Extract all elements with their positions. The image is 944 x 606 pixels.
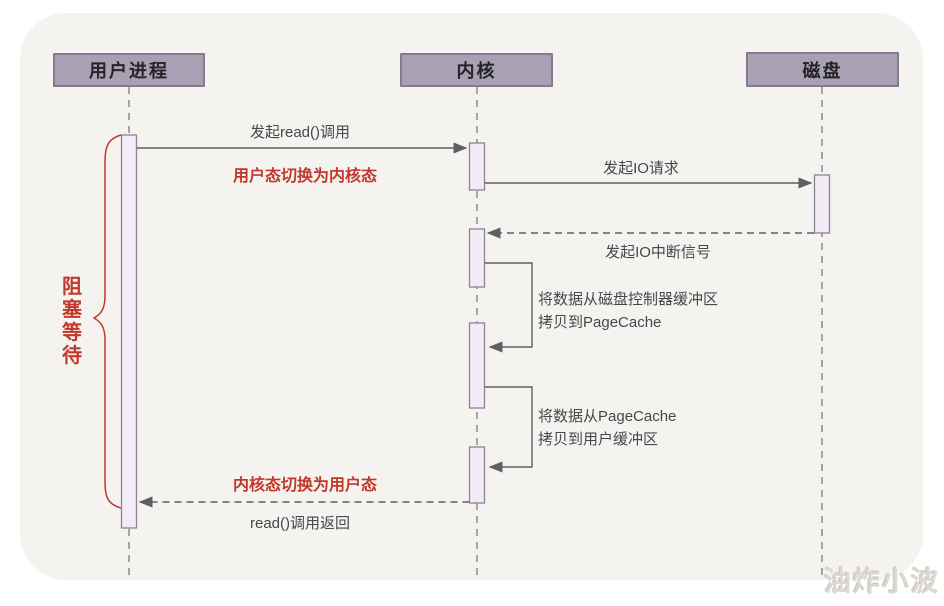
- label-copy-pagecache-to-user: 将数据从PageCache 拷贝到用户缓冲区: [538, 408, 677, 448]
- label-switch-to-kernel-mode: 用户态切换为内核态: [232, 168, 377, 185]
- actor-box-disk: 磁盘: [746, 52, 899, 87]
- watermark-text: 油炸小波: [824, 567, 940, 597]
- label-copy-disk-to-pagecache: 将数据从磁盘控制器缓冲区 拷贝到PageCache: [538, 291, 719, 331]
- label-blocking-wait: 阻塞等待: [62, 276, 82, 367]
- actor-box-kernel: 内核: [400, 53, 553, 87]
- actor-label-kernel: 内核: [456, 61, 497, 81]
- actor-label-disk: 磁盘: [802, 60, 843, 81]
- label-read-call: 发起read()调用: [249, 124, 350, 141]
- diagram-card: [20, 13, 923, 580]
- label-io-request: 发起IO请求: [603, 160, 679, 177]
- label-read-return: read()调用返回: [249, 515, 350, 532]
- label-io-interrupt: 发起IO中断信号: [605, 244, 711, 261]
- actor-label-user-process: 用户进程: [89, 61, 169, 81]
- label-switch-to-user-mode: 内核态切换为用户态: [232, 477, 377, 494]
- actor-box-user-process: 用户进程: [53, 53, 205, 87]
